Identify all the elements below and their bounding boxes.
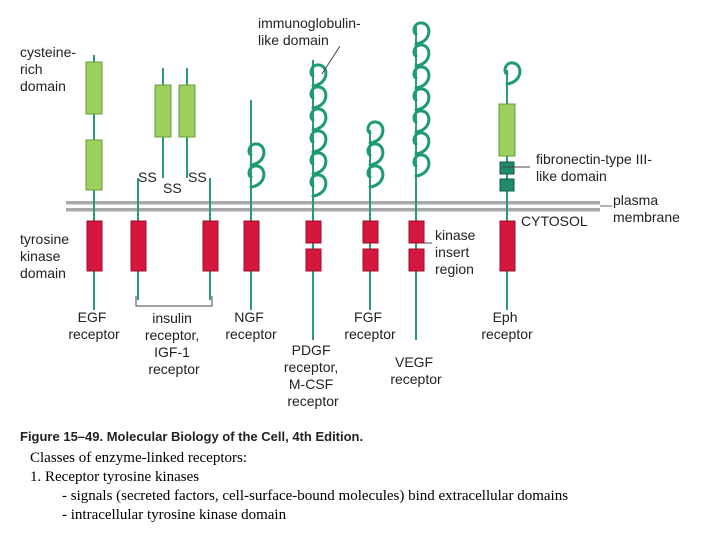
plasma-membrane: [66, 201, 612, 212]
cysteine-rich-domain: [178, 84, 196, 138]
tyrosine-kinase-label: tyrosine kinase domain: [20, 231, 73, 281]
ngf-receptor-label: NGF receptor: [225, 309, 277, 342]
tyrosine-kinase-domain: [362, 248, 379, 272]
tyrosine-kinase-domain: [499, 220, 516, 272]
immunoglobulin-like-domain: [309, 63, 328, 88]
egf-receptor-structure: [85, 55, 103, 310]
disulfide-label: SS: [138, 169, 157, 185]
notes-subitem: - intracellular tyrosine kinase domain: [62, 507, 287, 523]
pointer-lines: [321, 45, 530, 244]
tyrosine-kinase-domain: [305, 220, 322, 244]
cysteine-rich-label: cysteine- rich domain: [20, 44, 80, 94]
pdgf-receptor-label: PDGF receptor, M-CSF receptor: [284, 342, 342, 409]
cysteine-rich-domain: [85, 139, 103, 191]
immunoglobulin-like-domain: [412, 87, 431, 112]
immunoglobulin-like-domain: [412, 43, 431, 68]
disulfide-label: SS: [188, 169, 207, 185]
notes-subitem: - signals (secreted factors, cell-surfac…: [62, 488, 569, 504]
immunoglobulin-like-domain: [309, 85, 328, 110]
cysteine-rich-domain: [154, 84, 172, 138]
kinase-insert-label: kinase insert region: [435, 227, 479, 277]
tyrosine-kinase-domain: [408, 248, 425, 272]
immunoglobulin-like-domain: [309, 173, 328, 198]
tyrosine-kinase-domain: [86, 220, 103, 272]
immunoglobulin-like-domain: [309, 129, 328, 154]
cysteine-rich-domain: [85, 61, 103, 115]
cytosol-label: CYTOSOL: [521, 213, 588, 229]
ngf-receptor-structure: [243, 100, 260, 310]
tyrosine-kinase-domain: [408, 220, 425, 244]
immunoglobulin-domains: [247, 21, 522, 198]
immunoglobulin-like-domain: [412, 21, 431, 46]
immunoglobulin-like-domain: [366, 120, 385, 145]
receptor-diagram: SS SS SS: [20, 15, 680, 444]
immunoglobulin-like-domain: [412, 131, 431, 156]
fibronectin-domain: [499, 161, 515, 175]
fibronectin-label: fibronectin-type III- like domain: [536, 151, 656, 184]
pdgf-receptor-structure: [305, 60, 322, 340]
immunoglobulin-like-domain: [412, 153, 431, 178]
immunoglobulin-like-domain: [309, 151, 328, 176]
cysteine-rich-domain: [498, 103, 516, 157]
eph-receptor-structure: [498, 70, 516, 310]
immunoglobulin-like-domain: [412, 109, 431, 134]
immunoglobulin-like-domain: [247, 164, 266, 189]
tyrosine-kinase-domain: [243, 220, 260, 272]
eph-receptor-label: Eph receptor: [481, 309, 533, 342]
immunoglobulin-like-domain: [309, 107, 328, 132]
immunoglobulin-like-domain: [247, 142, 266, 167]
slide-notes: Classes of enzyme-linked receptors: 1. R…: [30, 449, 710, 525]
vegf-receptor-label: VEGF receptor: [390, 354, 442, 387]
tyrosine-kinase-domain: [362, 220, 379, 244]
fgf-receptor-label: FGF receptor: [344, 309, 396, 342]
insulin-receptor-label: insulin receptor, IGF-1 receptor: [145, 310, 203, 377]
immunoglobulin-like-domain: [412, 65, 431, 90]
disulfide-label: SS: [163, 180, 182, 196]
fibronectin-domain: [499, 178, 515, 192]
notes-item: 1. Receptor tyrosine kinases: [30, 469, 200, 485]
vegf-receptor-structure: [408, 25, 425, 340]
fgf-receptor-structure: [362, 130, 379, 310]
immunoglobulin-like-domain: [366, 142, 385, 167]
immunoglobulin-like-domain: [503, 61, 522, 86]
immunoglobulin-like-domain: [366, 164, 385, 189]
figure-caption: Figure 15–49. Molecular Biology of the C…: [20, 429, 363, 444]
immunoglobulin-label: immunoglobulin- like domain: [258, 15, 365, 48]
tyrosine-kinase-domain: [130, 220, 147, 272]
plasma-membrane-label: plasma membrane: [613, 192, 680, 225]
notes-heading: Classes of enzyme-linked receptors:: [30, 450, 248, 466]
insulin-receptor-structure: SS SS SS: [130, 68, 219, 307]
tyrosine-kinase-domain: [305, 248, 322, 272]
tyrosine-kinase-domain: [202, 220, 219, 272]
egf-receptor-label: EGF receptor: [68, 309, 120, 342]
